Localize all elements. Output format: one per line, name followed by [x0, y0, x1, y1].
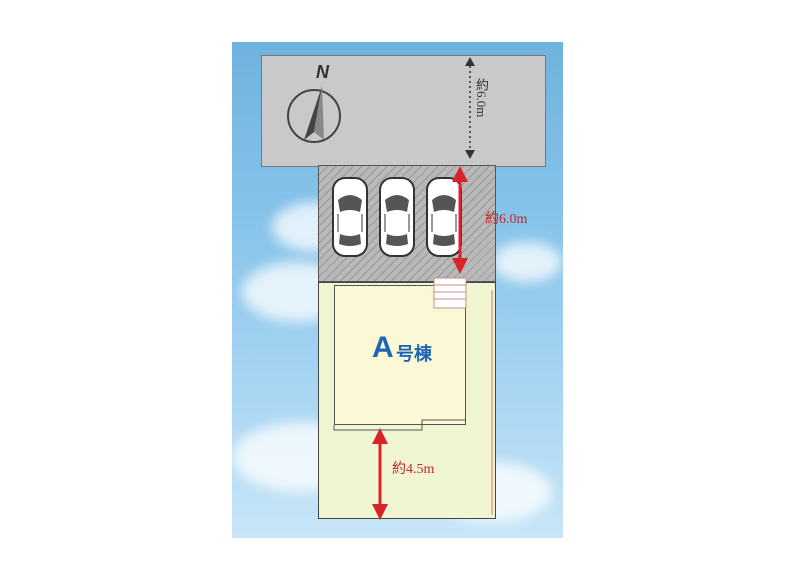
- car-icon: [379, 177, 415, 257]
- cloud: [492, 242, 562, 282]
- road-width-dimension: [465, 57, 475, 159]
- entrance-steps-icon: [433, 277, 467, 309]
- parking-depth-label: 約6.0m: [485, 212, 528, 227]
- yard-depth-label: 約4.5m: [392, 462, 435, 477]
- car-icon: [332, 177, 368, 257]
- compass-icon: [287, 86, 341, 143]
- building-letter: A: [372, 331, 394, 364]
- building-notch: [333, 419, 466, 431]
- building-suffix: 号棟: [396, 344, 432, 364]
- yard-depth-arrow: [372, 428, 388, 520]
- north-label: N: [316, 62, 329, 82]
- car-icon: [426, 177, 462, 257]
- road-width-label: 約6.0m: [474, 78, 489, 118]
- parking-depth-arrow: [452, 166, 468, 274]
